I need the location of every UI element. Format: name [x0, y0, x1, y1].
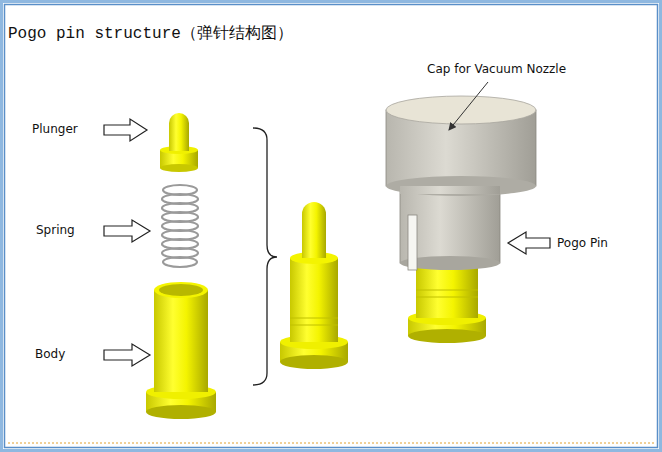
part-label: Body — [35, 347, 65, 361]
part-label: Plunger — [32, 122, 78, 136]
dotted-line — [8, 443, 654, 444]
part-label: Cap for Vacuum Nozzle — [427, 62, 566, 76]
diagram-title: Pogo pin structure（弹针结构图） — [8, 23, 293, 44]
bracket — [253, 128, 277, 385]
spring-part — [162, 185, 198, 267]
pointer-arrow — [508, 232, 550, 254]
capped-pogo-pin — [386, 96, 536, 343]
plunger-part — [160, 113, 198, 172]
body-part — [146, 282, 216, 419]
pointer-arrow — [104, 344, 150, 366]
assembled-pin — [280, 202, 348, 369]
leader-line — [449, 82, 488, 130]
part-label: Pogo Pin — [557, 236, 608, 250]
pointer-arrow — [104, 119, 147, 141]
part-label: Spring — [36, 223, 75, 237]
pointer-arrow — [104, 220, 150, 242]
frame — [5, 5, 658, 448]
